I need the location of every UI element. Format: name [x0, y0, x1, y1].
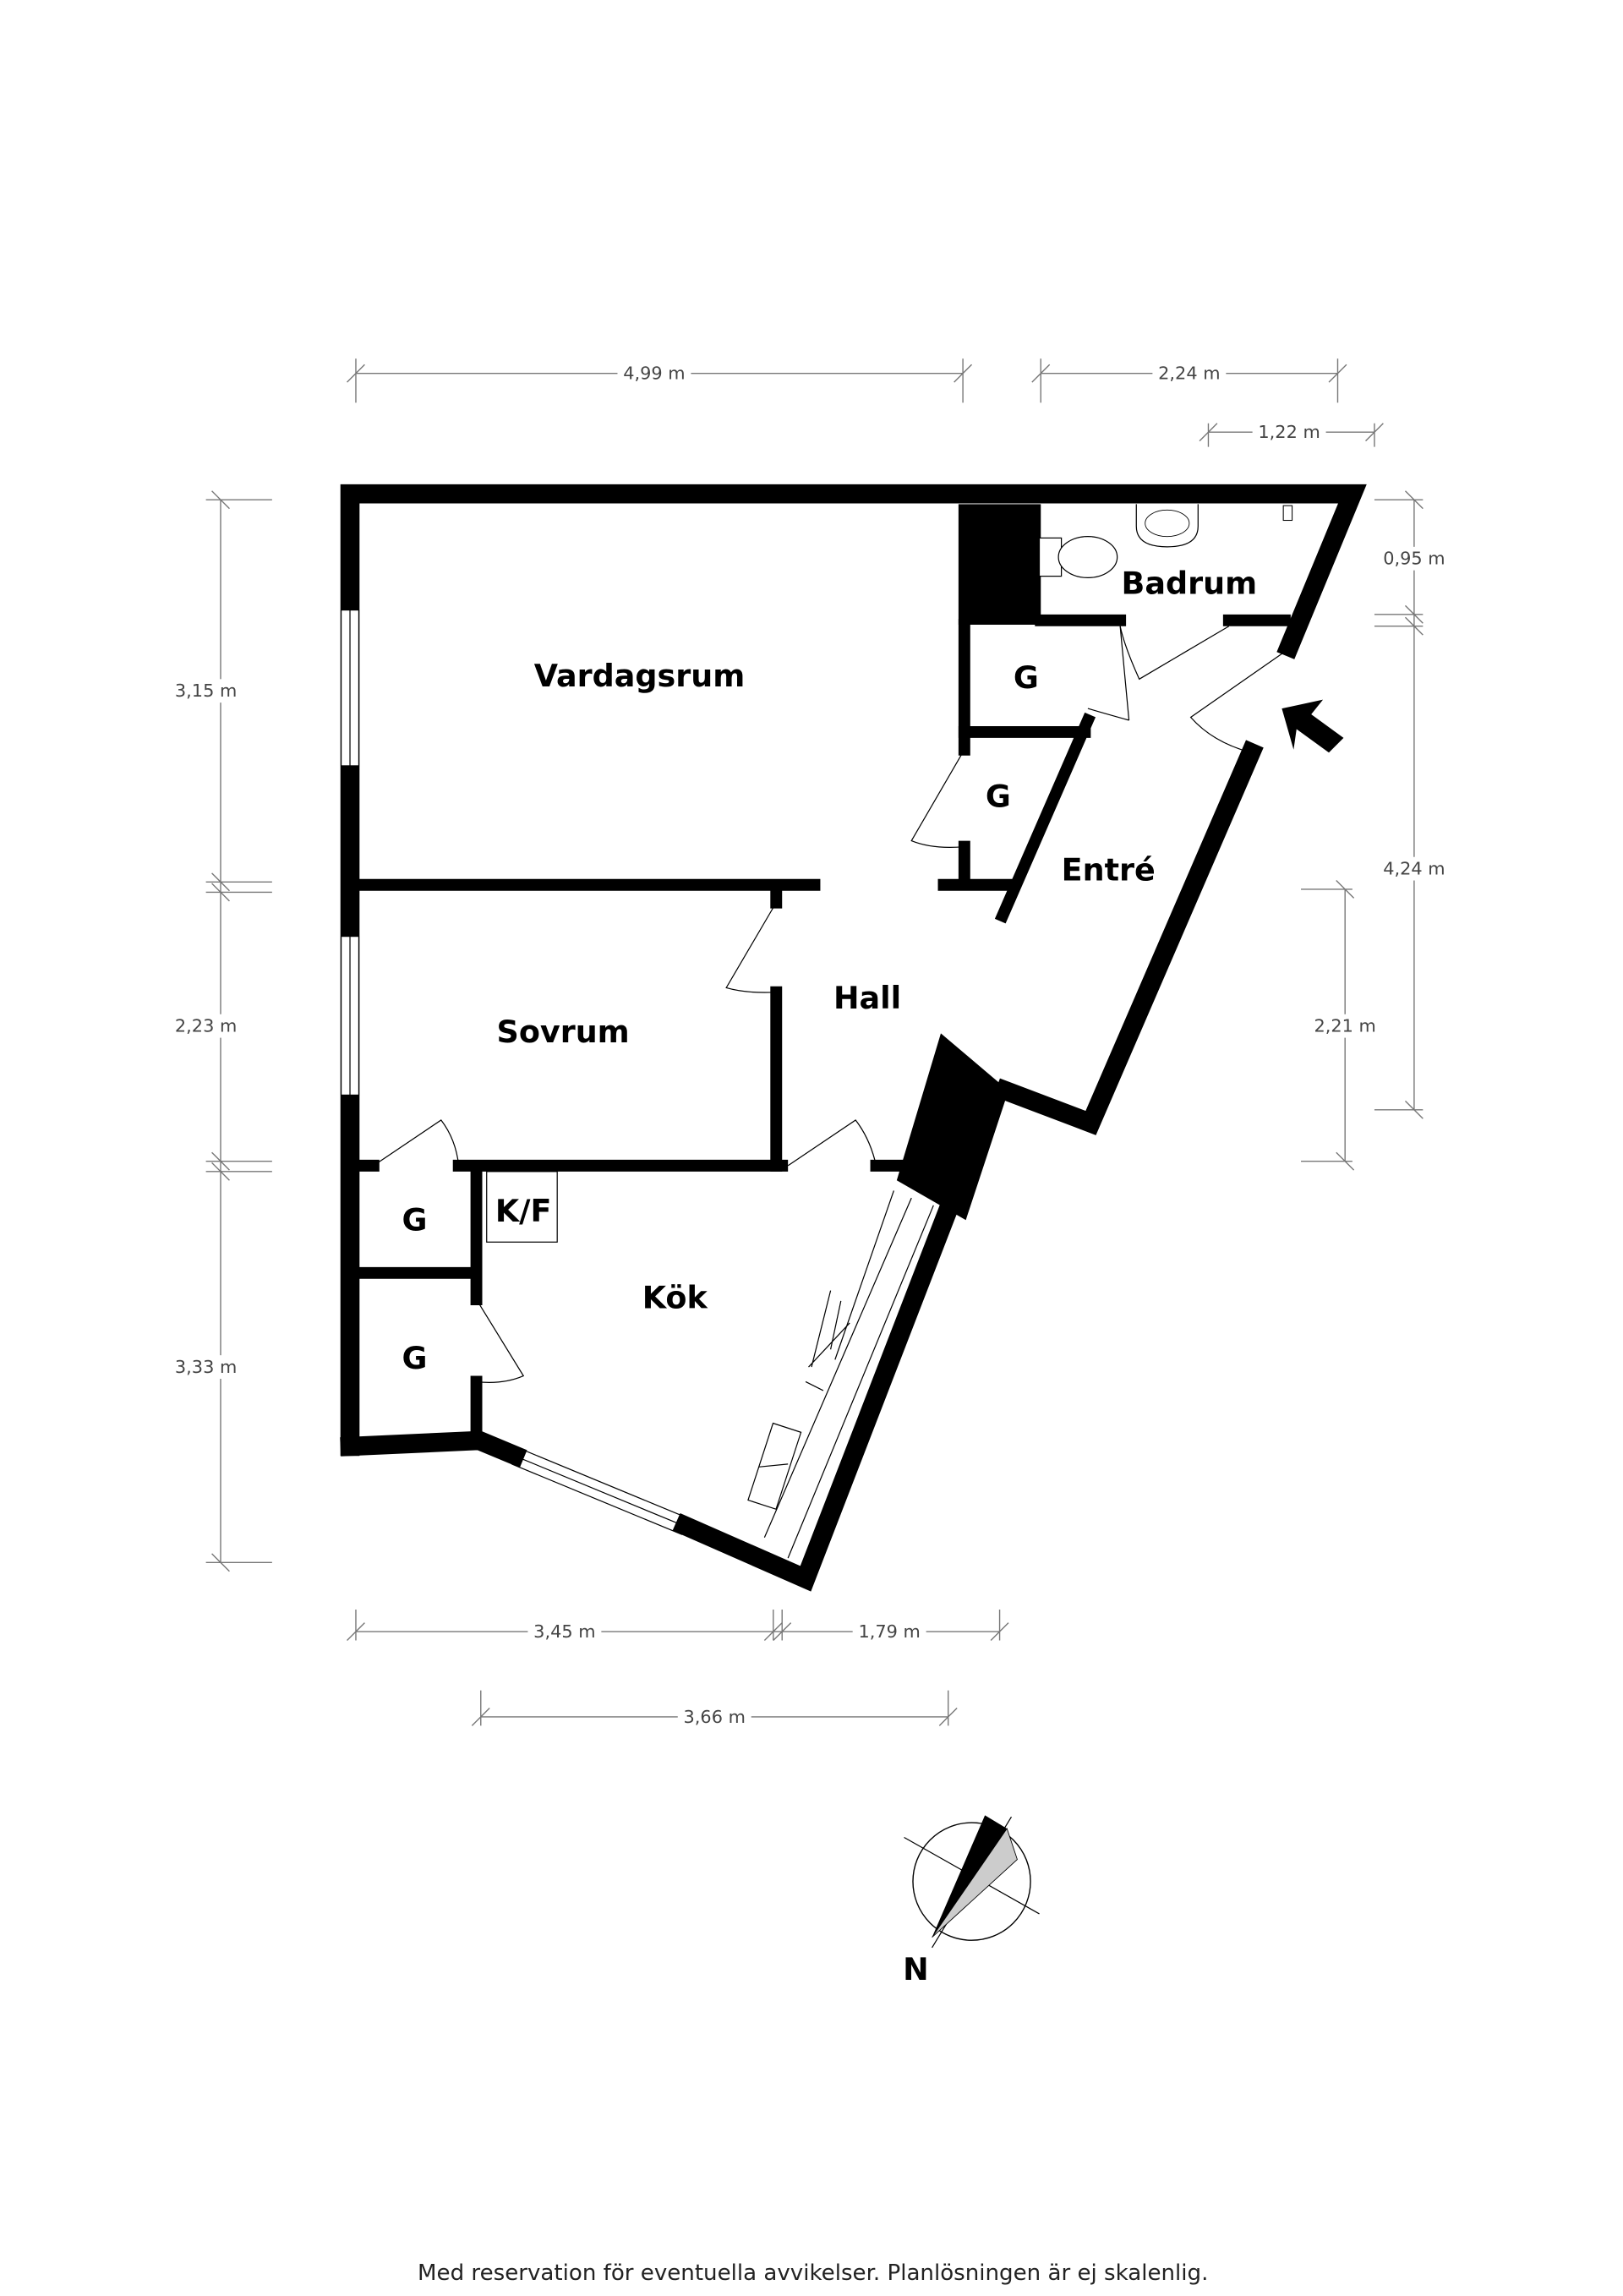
dim-right-middle: 4,24 m [1383, 859, 1445, 879]
dim-bottom-lower: 3,66 m [684, 1707, 746, 1727]
dim-top-right: 2,24 m [1158, 364, 1220, 384]
stove-icon [805, 1290, 850, 1391]
sink-icon [1135, 504, 1199, 548]
kitchen-counter [747, 1190, 934, 1559]
dim-right-inner: 2,21 m [1314, 1016, 1375, 1036]
dim-top-left: 4,99 m [623, 364, 685, 384]
compass-north-label: N [903, 1951, 929, 1987]
room-hall: Hall [833, 980, 901, 1016]
fridge-freezer [486, 1171, 558, 1243]
interior-walls [352, 504, 1291, 1441]
room-closet: G [1014, 659, 1039, 696]
kitchen-sink-icon [747, 1422, 802, 1511]
room-entre: Entré [1062, 852, 1156, 888]
disclaimer-footer: Med reservation för eventuella avvikelse… [418, 2260, 1208, 2286]
room-labels: Vardagsrum Sovrum Hall Entré Badrum Kök … [402, 565, 1258, 1375]
room-kf: K/F [495, 1193, 552, 1229]
dim-left-middle: 2,23 m [175, 1016, 237, 1036]
fixtures [486, 504, 1293, 1559]
room-closet: G [402, 1201, 428, 1238]
room-sovrum: Sovrum [497, 1014, 630, 1050]
dim-left-upper: 3,15 m [175, 681, 237, 701]
room-closet: G [986, 779, 1011, 815]
room-vardagsrum: Vardagsrum [534, 658, 746, 694]
doors [373, 626, 1288, 1383]
dim-bottom-left: 3,45 m [533, 1621, 595, 1642]
dim-bottom-right: 1,79 m [858, 1621, 920, 1642]
room-kok: Kök [642, 1280, 708, 1316]
faucet-icon [1282, 505, 1293, 522]
dim-top-small: 1,22 m [1258, 422, 1320, 442]
toilet-icon [1038, 536, 1118, 578]
room-closet: G [402, 1340, 428, 1376]
dimension-labels: 4,99 m 2,24 m 1,22 m 3,15 m 2,23 m 3,33 … [169, 361, 1453, 1729]
dim-right-upper: 0,95 m [1383, 549, 1445, 569]
compass-icon: N [903, 1815, 1040, 1987]
room-badrum: Badrum [1122, 565, 1258, 601]
dim-left-lower: 3,33 m [175, 1357, 237, 1377]
entrance-arrow-icon [1281, 699, 1344, 753]
dimension-lines [205, 358, 1424, 1726]
